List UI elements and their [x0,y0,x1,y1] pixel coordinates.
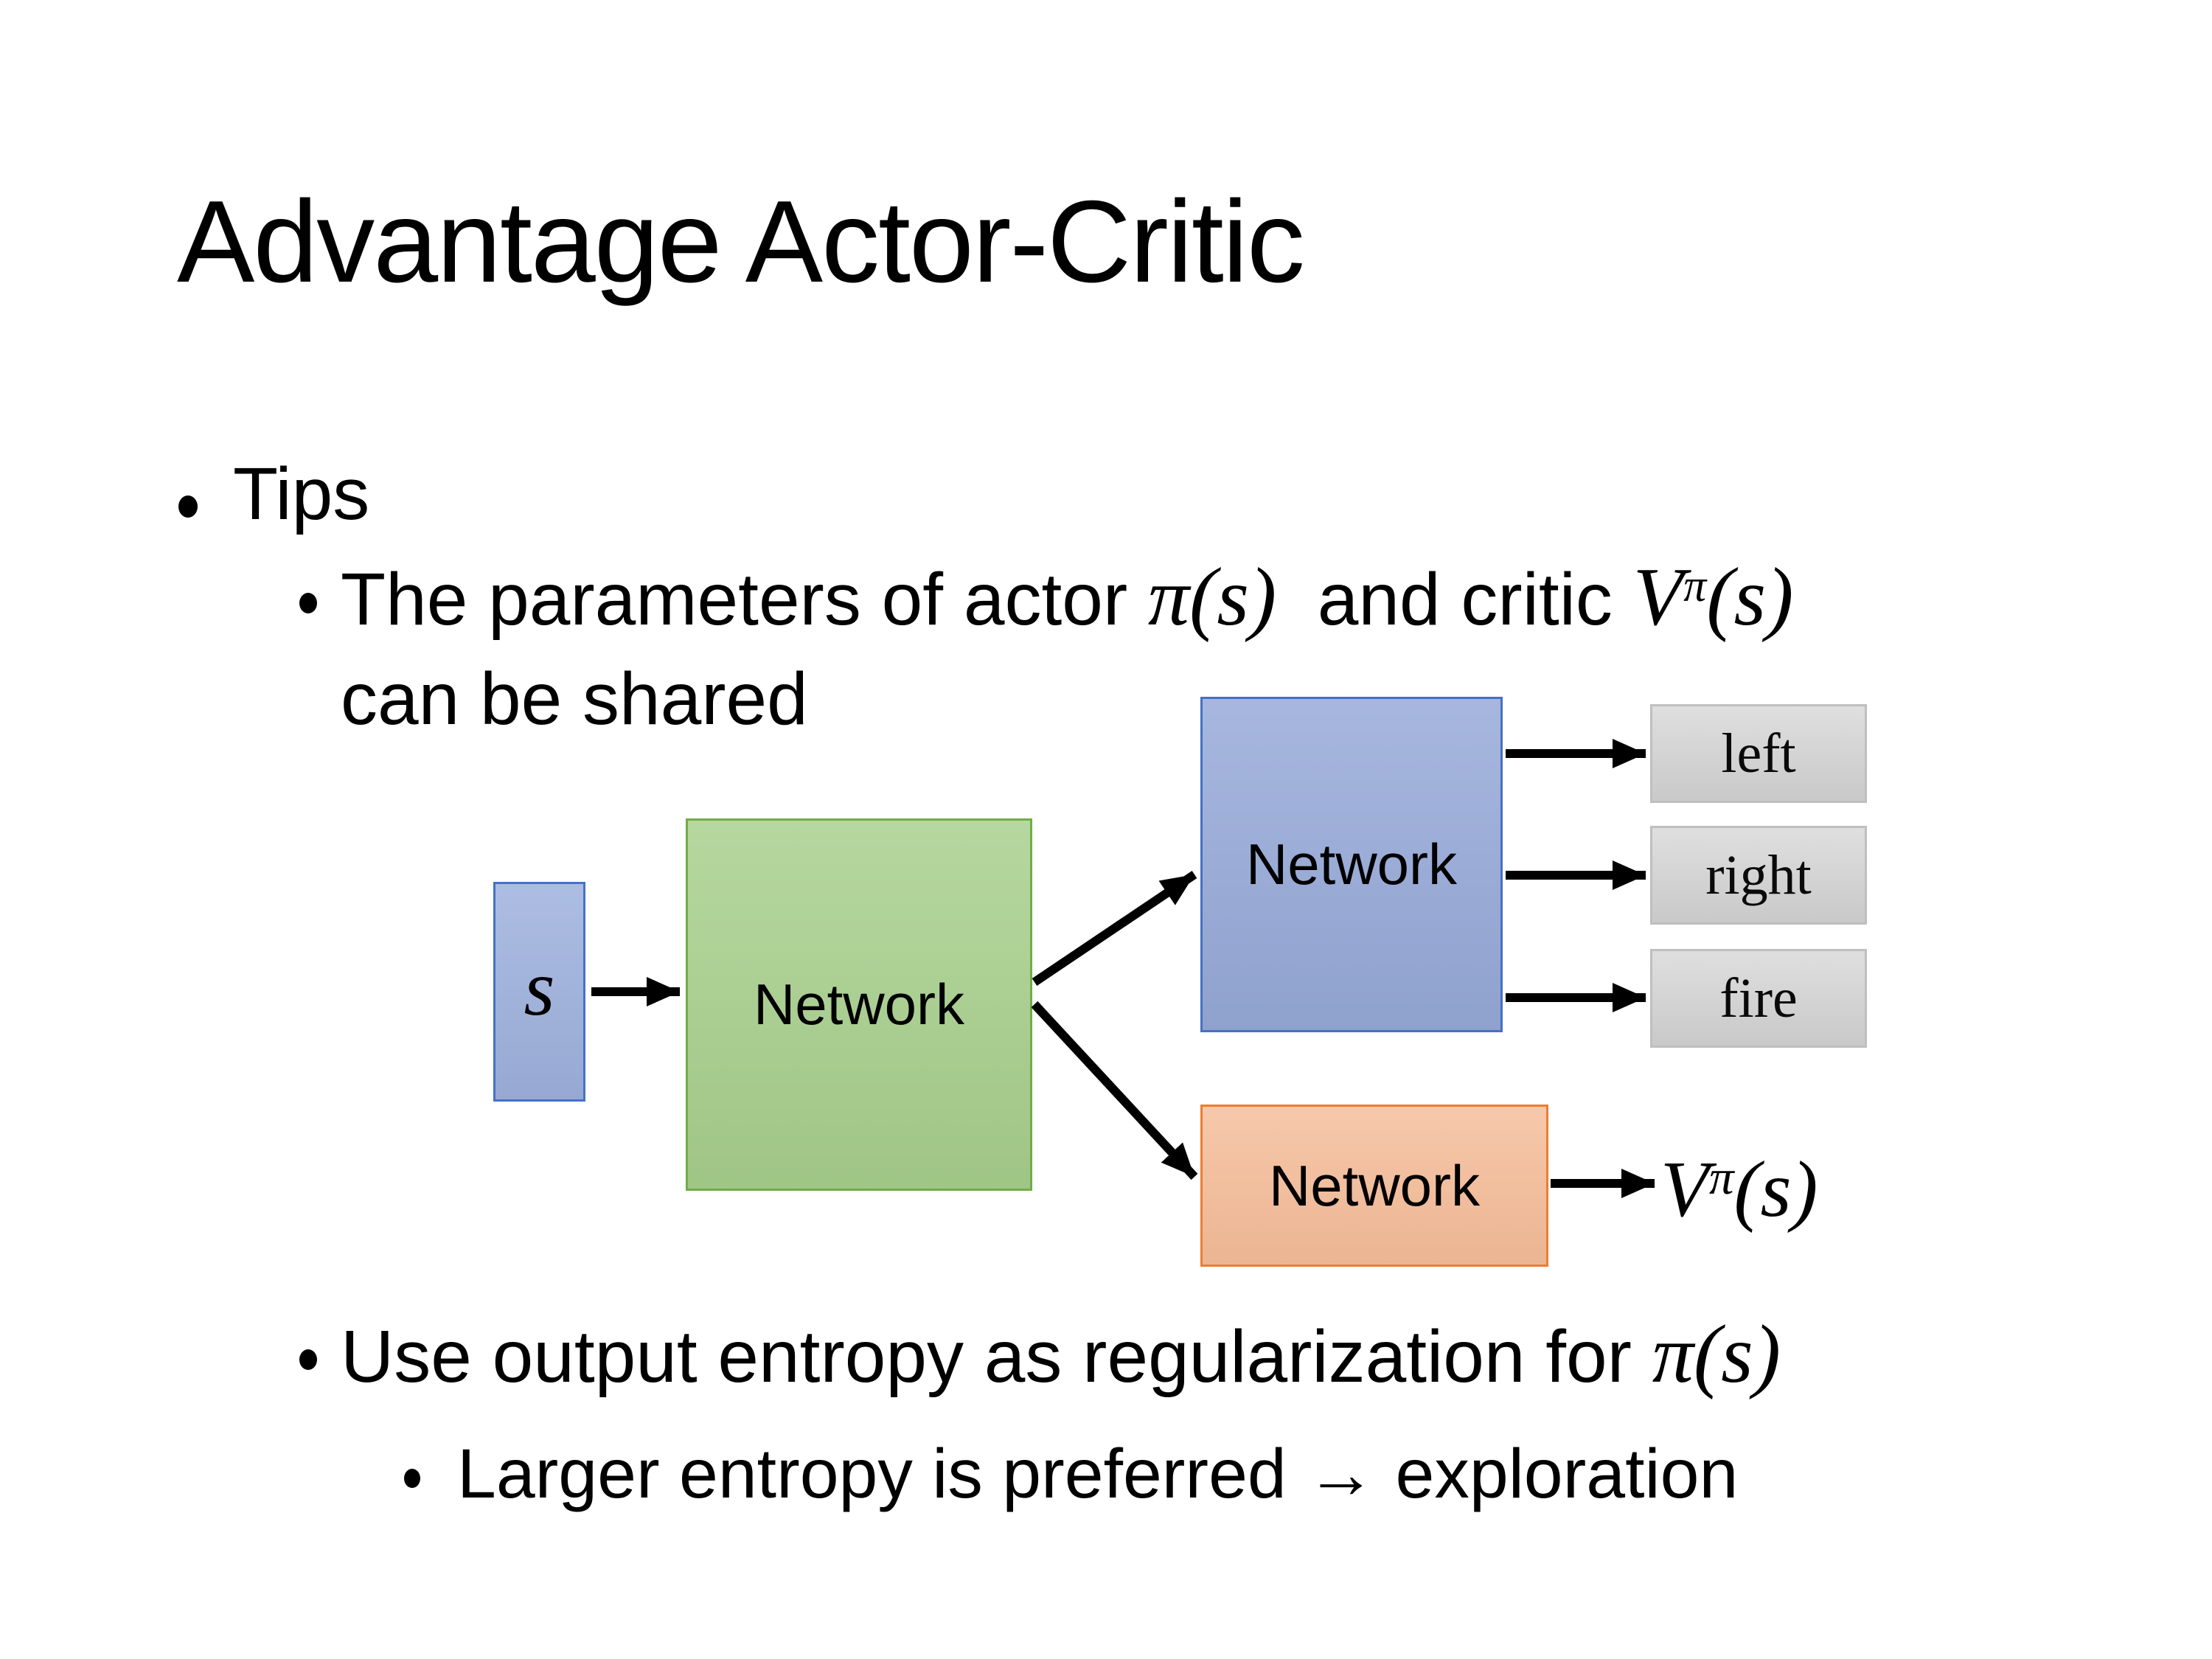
state-input-box: s [493,882,585,1102]
bullet-dot [178,495,198,518]
math-v: V [1660,1146,1709,1234]
state-label: s [524,945,555,1032]
arrow-shared-to-actor [1032,871,1197,986]
bullet-tips: Tips [178,457,369,531]
action-box-right: right [1650,826,1867,925]
bullet-exploration-text: Larger entropy is preferred → exploratio… [457,1435,1739,1513]
bullet-entropy-text: Use output entropy as regularization for… [341,1309,1781,1400]
bullet-parameters-line2: can be shared [341,658,808,740]
bullet-parameters-shared: The parameters of actor π(s) and critic … [299,550,1793,749]
math-v-args: (s) [1706,552,1794,643]
critic-value-output: Vπ(s) [1660,1144,1818,1236]
bullet-exploration: Larger entropy is preferred → exploratio… [404,1439,1738,1509]
action-label-right: right [1705,844,1812,906]
actor-network-label: Network [1245,832,1458,897]
shared-network-label: Network [753,972,965,1037]
action-label-fire: fire [1719,967,1798,1029]
shared-network-box: Network [686,818,1032,1191]
math-pi-s: π(s) [1147,552,1277,643]
critic-network-label: Network [1268,1152,1481,1218]
bullet-dot [299,593,317,613]
action-box-fire: fire [1650,949,1867,1048]
math-v-superscript-pi: π [1683,560,1707,611]
action-box-left: left [1650,704,1867,803]
bullet-dot [404,1469,420,1488]
critic-network-box: Network [1200,1105,1548,1267]
math-pi-s: π(s) [1652,1309,1781,1400]
bullet-dot [299,1349,317,1370]
bullet-entropy-regularization: Use output entropy as regularization for… [299,1309,1781,1400]
action-label-left: left [1721,722,1796,785]
math-v: V [1632,552,1684,643]
actor-network-box: Network [1200,697,1503,1032]
math-v-args: (s) [1733,1146,1818,1234]
math-v-superscript-pi: π [1708,1150,1734,1205]
slide-title: Advantage Actor-Critic [177,177,1305,307]
arrow-shared-to-critic [1031,1001,1198,1180]
bullet-parameters-text: The parameters of actor π(s) and critic … [341,552,1794,740]
bullet-tips-text: Tips [233,453,370,535]
